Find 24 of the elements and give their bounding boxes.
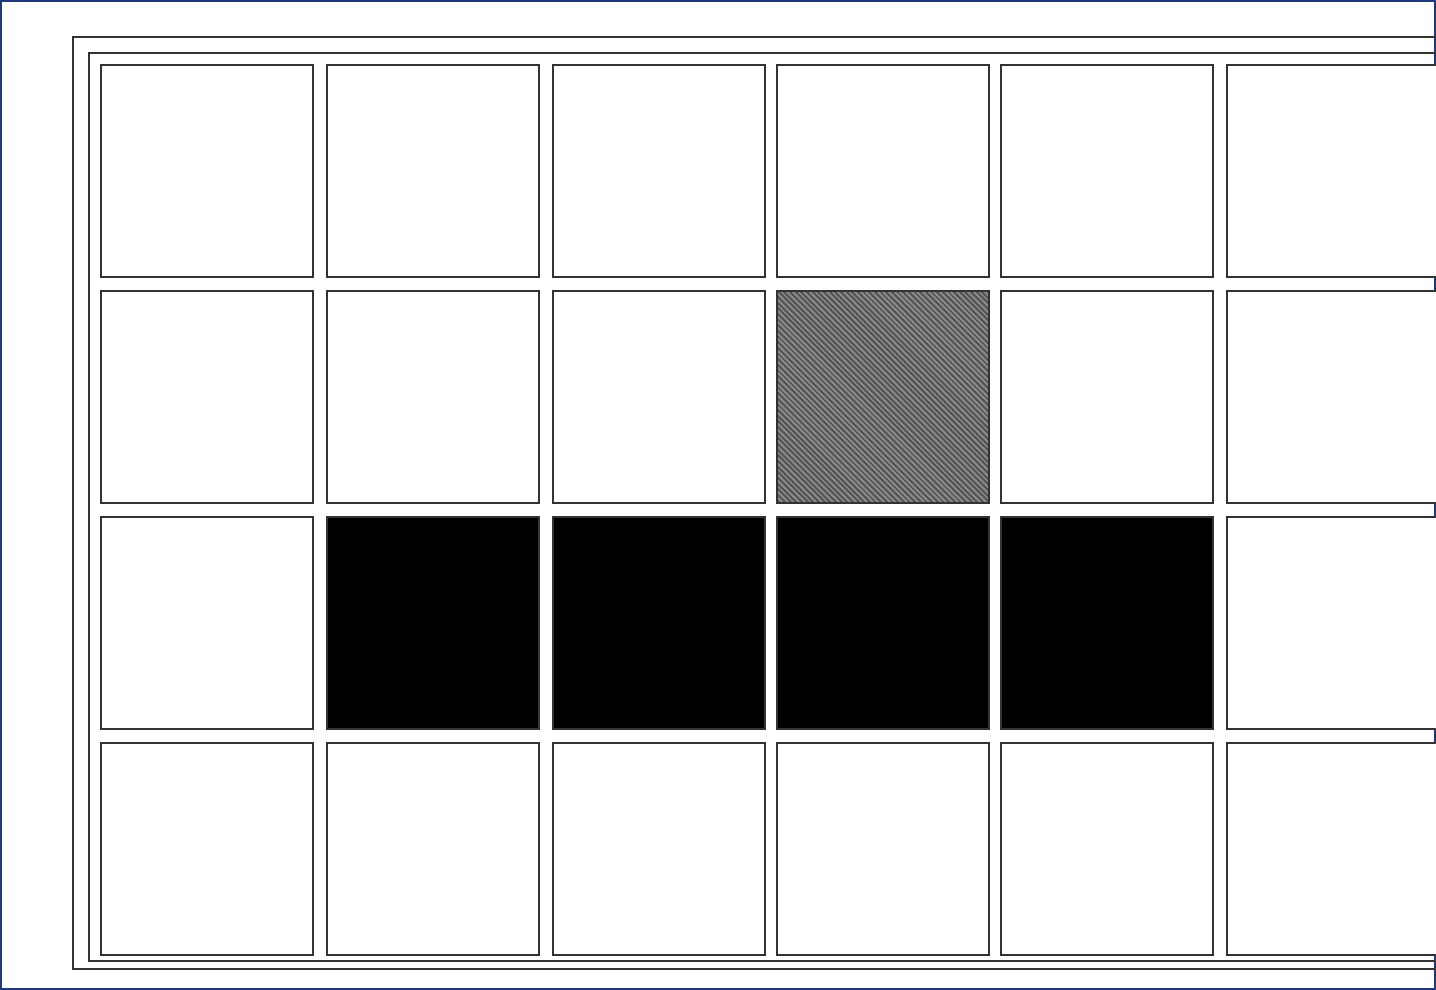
empty-square <box>1000 742 1214 956</box>
empty-square <box>326 290 540 504</box>
empty-square <box>1000 290 1214 504</box>
filled-square <box>1000 516 1214 730</box>
empty-square <box>776 742 990 956</box>
empty-square <box>326 742 540 956</box>
empty-square <box>1226 742 1436 956</box>
empty-square <box>1226 516 1436 730</box>
filled-square <box>552 516 766 730</box>
empty-square <box>776 64 990 278</box>
empty-square <box>552 290 766 504</box>
empty-square <box>100 742 314 956</box>
empty-square <box>552 64 766 278</box>
empty-square <box>100 64 314 278</box>
empty-square <box>552 742 766 956</box>
filled-square <box>326 516 540 730</box>
empty-square <box>100 516 314 730</box>
empty-square <box>326 64 540 278</box>
empty-square <box>100 290 314 504</box>
filled-square <box>776 290 990 504</box>
empty-square <box>1226 64 1436 278</box>
empty-square <box>1226 290 1436 504</box>
filled-square <box>776 516 990 730</box>
empty-square <box>1000 64 1214 278</box>
